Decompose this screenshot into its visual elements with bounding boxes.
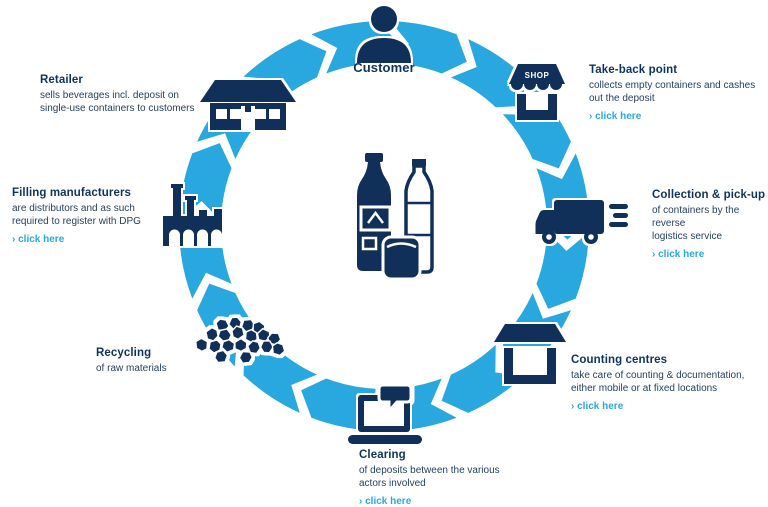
station-counting-centres: Counting centres take care of counting &… xyxy=(571,354,766,412)
filling-description: are distributors and as such required to… xyxy=(12,203,141,227)
counting-click-here-link[interactable]: › click here xyxy=(571,401,624,412)
recycling-label: Recycling xyxy=(96,347,152,359)
takeback-click-here-link[interactable]: › click here xyxy=(589,111,642,122)
retailer-description: sells beverages incl. deposit on single-… xyxy=(40,90,195,114)
takeback-label: Take-back point xyxy=(589,64,678,76)
station-retailer: Retailer sells beverages incl. deposit o… xyxy=(40,74,240,115)
station-customer: Customer xyxy=(324,60,444,78)
station-filling-manufacturers: Filling manufacturers are distributors a… xyxy=(12,187,202,245)
clearing-label: Clearing xyxy=(359,449,406,461)
clearing-description: of deposits between the various actors i… xyxy=(359,465,500,489)
customer-label: Customer xyxy=(353,60,415,75)
counting-centre-icon xyxy=(494,324,566,384)
retailer-label: Retailer xyxy=(40,74,83,86)
customer-icon xyxy=(357,6,411,63)
filling-label: Filling manufacturers xyxy=(12,187,132,199)
clearing-laptop-icon xyxy=(348,383,422,444)
shop-sign-text: SHOP xyxy=(525,71,550,80)
station-collection-pickup: Collection & pick-up of containers by th… xyxy=(652,189,768,260)
station-recycling: Recycling of raw materials xyxy=(96,347,246,375)
counting-label: Counting centres xyxy=(571,354,668,366)
collection-truck-icon xyxy=(535,200,628,244)
takeback-shop-icon: SHOP xyxy=(509,64,565,120)
clearing-click-here-link[interactable]: › click here xyxy=(359,496,412,507)
counting-description: take care of counting & documentation, e… xyxy=(571,370,745,394)
filling-click-here-link[interactable]: › click here xyxy=(12,234,65,245)
station-clearing: Clearing of deposits between the various… xyxy=(359,449,559,507)
station-takeback-point: Take-back point collects empty container… xyxy=(589,64,767,122)
collection-description: of containers by the reverse logistics s… xyxy=(652,205,740,242)
factory-icon xyxy=(163,184,222,246)
collection-click-here-link[interactable]: › click here xyxy=(652,249,705,260)
beverage-containers-icon xyxy=(357,153,434,279)
retailer-store-icon xyxy=(200,80,296,130)
recycling-description: of raw materials xyxy=(96,363,167,374)
collection-label: Collection & pick-up xyxy=(652,189,766,201)
takeback-description: collects empty containers and cashes out… xyxy=(589,80,756,104)
